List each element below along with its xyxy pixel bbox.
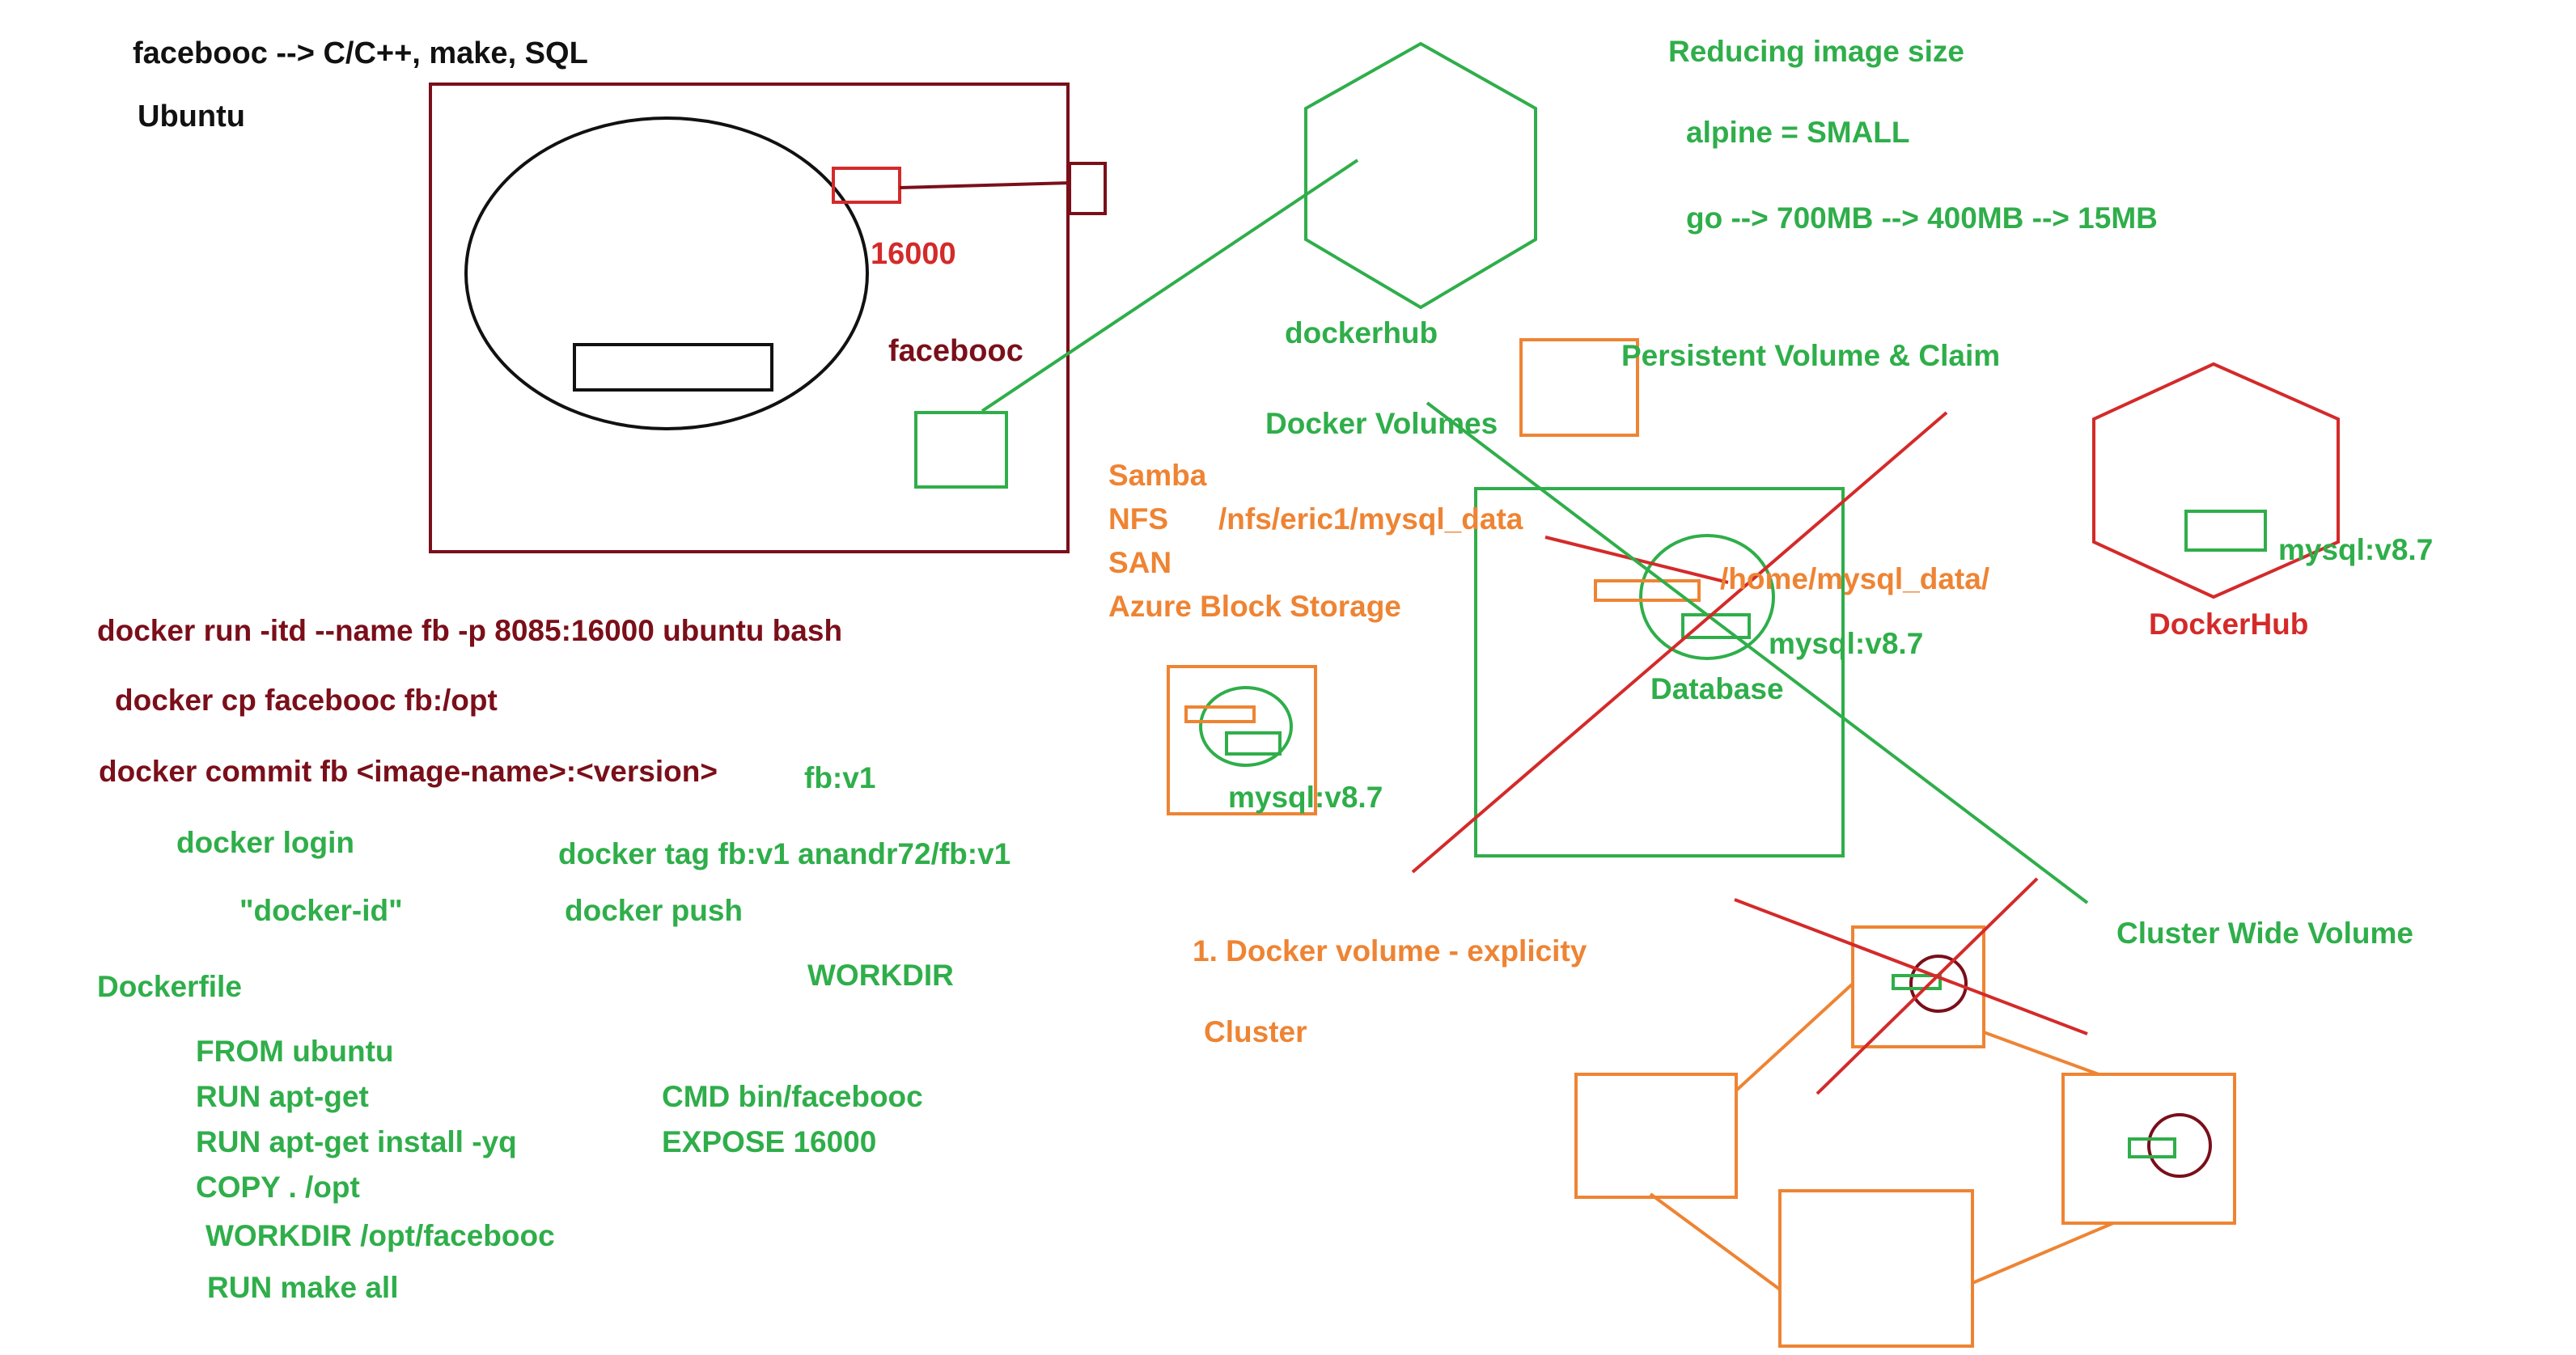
azure-note: Azure Block Storage [1108,590,1401,623]
dockerfile-expose: EXPOSE 16000 [662,1125,876,1158]
dockerhub-push-diagram [914,41,1537,489]
host-container-diagram [429,83,1107,553]
persistent-volume-box [1519,338,1639,437]
persistent-volume-note: Persistent Volume & Claim [1621,339,2000,372]
docker-id-label: "docker-id" [239,894,403,927]
database-cross-out [1411,411,1948,874]
fb-v1-label: fb:v1 [804,761,875,794]
samba-note: Samba [1108,459,1207,492]
small-volume-box [1167,665,1317,815]
dockerfile-run-install: RUN apt-get install -yq [196,1125,517,1158]
small-container-circle [1199,686,1293,767]
cluster-node-left [1574,1073,1738,1199]
facebooc-label: facebooc [888,334,1023,368]
port-mapping-line [899,181,1072,189]
red-dockerhub-label: DockerHub [2149,608,2308,641]
docker-cp-command: docker cp facebooc fb:/opt [115,684,498,717]
nfs-note: NFS [1108,502,1168,536]
alpine-note: alpine = SMALL [1686,116,1910,149]
host-box [429,83,1070,553]
host-port-box [1068,162,1107,215]
cluster-right-circle [2147,1113,2212,1178]
mysql-small-label: mysql:v8.7 [1228,781,1383,814]
go-sizes-note: go --> 700MB --> 400MB --> 15MB [1686,201,2158,235]
red-dockerhub-hexagon [2092,362,2340,599]
docker-push-command: docker push [565,894,743,927]
cluster-top-image [1892,974,1942,990]
docker-volumes-line [1426,401,2089,904]
small-green-image [1225,731,1282,756]
cluster-cross-a [1734,898,2088,1035]
facebooc-stack-note: facebooc --> C/C++, make, SQL [133,36,588,70]
dockerfile-workdir: WORKDIR /opt/facebooc [205,1219,555,1252]
cluster-note: Cluster [1204,1015,1307,1048]
dockerfile-cmd: CMD bin/facebooc [662,1080,923,1113]
cluster-right-image [2128,1137,2176,1158]
dockerfile-title: Dockerfile [97,970,242,1003]
dockerfile-from: FROM ubuntu [196,1035,394,1068]
nfs-path-note: /nfs/eric1/mysql_data [1218,502,1523,536]
cluster-node-bottom [1778,1189,1974,1348]
cluster-link-left-top [1735,982,1854,1092]
small-orange-volume [1184,705,1256,723]
port-16000-label: 16000 [871,237,956,271]
cluster-node-top [1851,925,1985,1048]
hub-image-box [2184,510,2267,552]
database-circle [1639,534,1775,660]
reducing-image-size-note: Reducing image size [1668,35,1964,68]
dockerfile-run-apt: RUN apt-get [196,1080,369,1113]
docker-volumes-note: Docker Volumes [1265,407,1498,440]
home-path-note: /home/mysql_data/ [1720,562,1989,595]
volume-diagrams [1167,338,1639,815]
container-port-box [832,167,901,204]
docker-run-command: docker run -itd --name fb -p 8085:16000 … [97,614,842,647]
database-label: Database [1650,672,1784,705]
cluster-diagram [1574,877,2236,1348]
database-diagram [1411,401,2089,904]
cluster-wide-volume-note: Cluster Wide Volume [2116,917,2413,950]
cluster-link-left-bottom [1649,1192,1782,1291]
docker-volume-explicit-note: 1. Docker volume - explicity [1193,934,1587,968]
cluster-link-top-right [1983,1031,2099,1076]
db-orange-volume [1594,579,1701,602]
dockerfile-run-make: RUN make all [207,1271,399,1304]
dockerfile-copy: COPY . /opt [196,1171,360,1204]
db-green-image [1681,613,1751,639]
mysql-hub-label: mysql:v8.7 [2278,533,2433,566]
cluster-link-bottom-right [1972,1222,2114,1285]
push-line [981,159,1359,413]
app-box [573,343,773,392]
database-box [1474,487,1845,857]
workdir-label: WORKDIR [807,959,954,992]
cluster-cross-b [1815,877,2039,1095]
dockerhub-label: dockerhub [1285,316,1438,349]
docker-commit-command: docker commit fb <image-name>:<version> [99,755,718,788]
cluster-top-circle [1909,955,1968,1013]
dockerhub-hexagon [1304,41,1537,310]
san-note: SAN [1108,546,1171,579]
ubuntu-note: Ubuntu [138,100,245,133]
red-dockerhub-diagram [2092,362,2340,599]
image-box [914,411,1008,489]
docker-tag-command: docker tag fb:v1 anandr72/fb:v1 [558,837,1010,870]
mysql-center-label: mysql:v8.7 [1769,627,1923,660]
docker-login-command: docker login [176,826,354,859]
container-ellipse [464,116,869,430]
cluster-node-right [2061,1073,2236,1225]
